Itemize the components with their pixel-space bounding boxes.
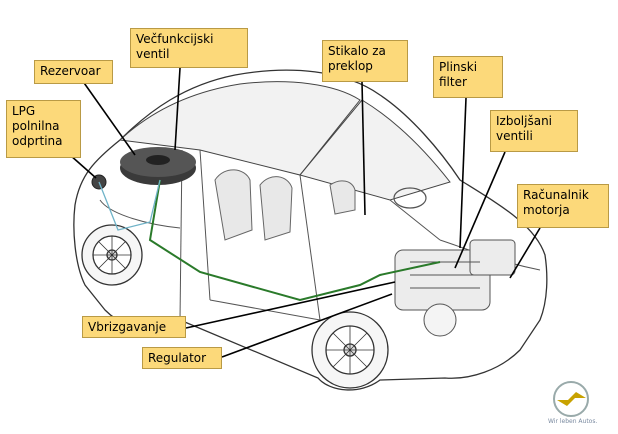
label-multivalve: Večfunkcijski ventil <box>130 28 248 68</box>
label-regulator: Regulator <box>142 347 222 369</box>
gas-line <box>148 179 441 302</box>
aux-line <box>98 179 161 231</box>
lpg-tank <box>120 147 196 185</box>
logo-slogan: Wir leben Autos. <box>548 418 598 425</box>
steering-wheel <box>393 187 427 209</box>
car-seats <box>214 169 356 241</box>
label-switch: Stikalo za preklop <box>322 40 408 82</box>
label-injection: Vbrizgavanje <box>82 316 186 338</box>
engine <box>394 239 516 337</box>
label-lpg-filler: LPG polnilna odprtina <box>6 100 81 158</box>
label-tank: Rezervoar <box>34 60 113 84</box>
opel-logo-icon <box>553 381 589 417</box>
label-gas-filter: Plinski filter <box>433 56 503 98</box>
rear-wheel <box>81 224 143 286</box>
car-windows <box>118 81 451 201</box>
leader-lines <box>69 67 541 358</box>
label-engine-computer: Računalnik motorja <box>517 184 609 228</box>
front-wheel <box>311 311 389 389</box>
label-improved-valves: Izboljšani ventili <box>490 110 578 152</box>
